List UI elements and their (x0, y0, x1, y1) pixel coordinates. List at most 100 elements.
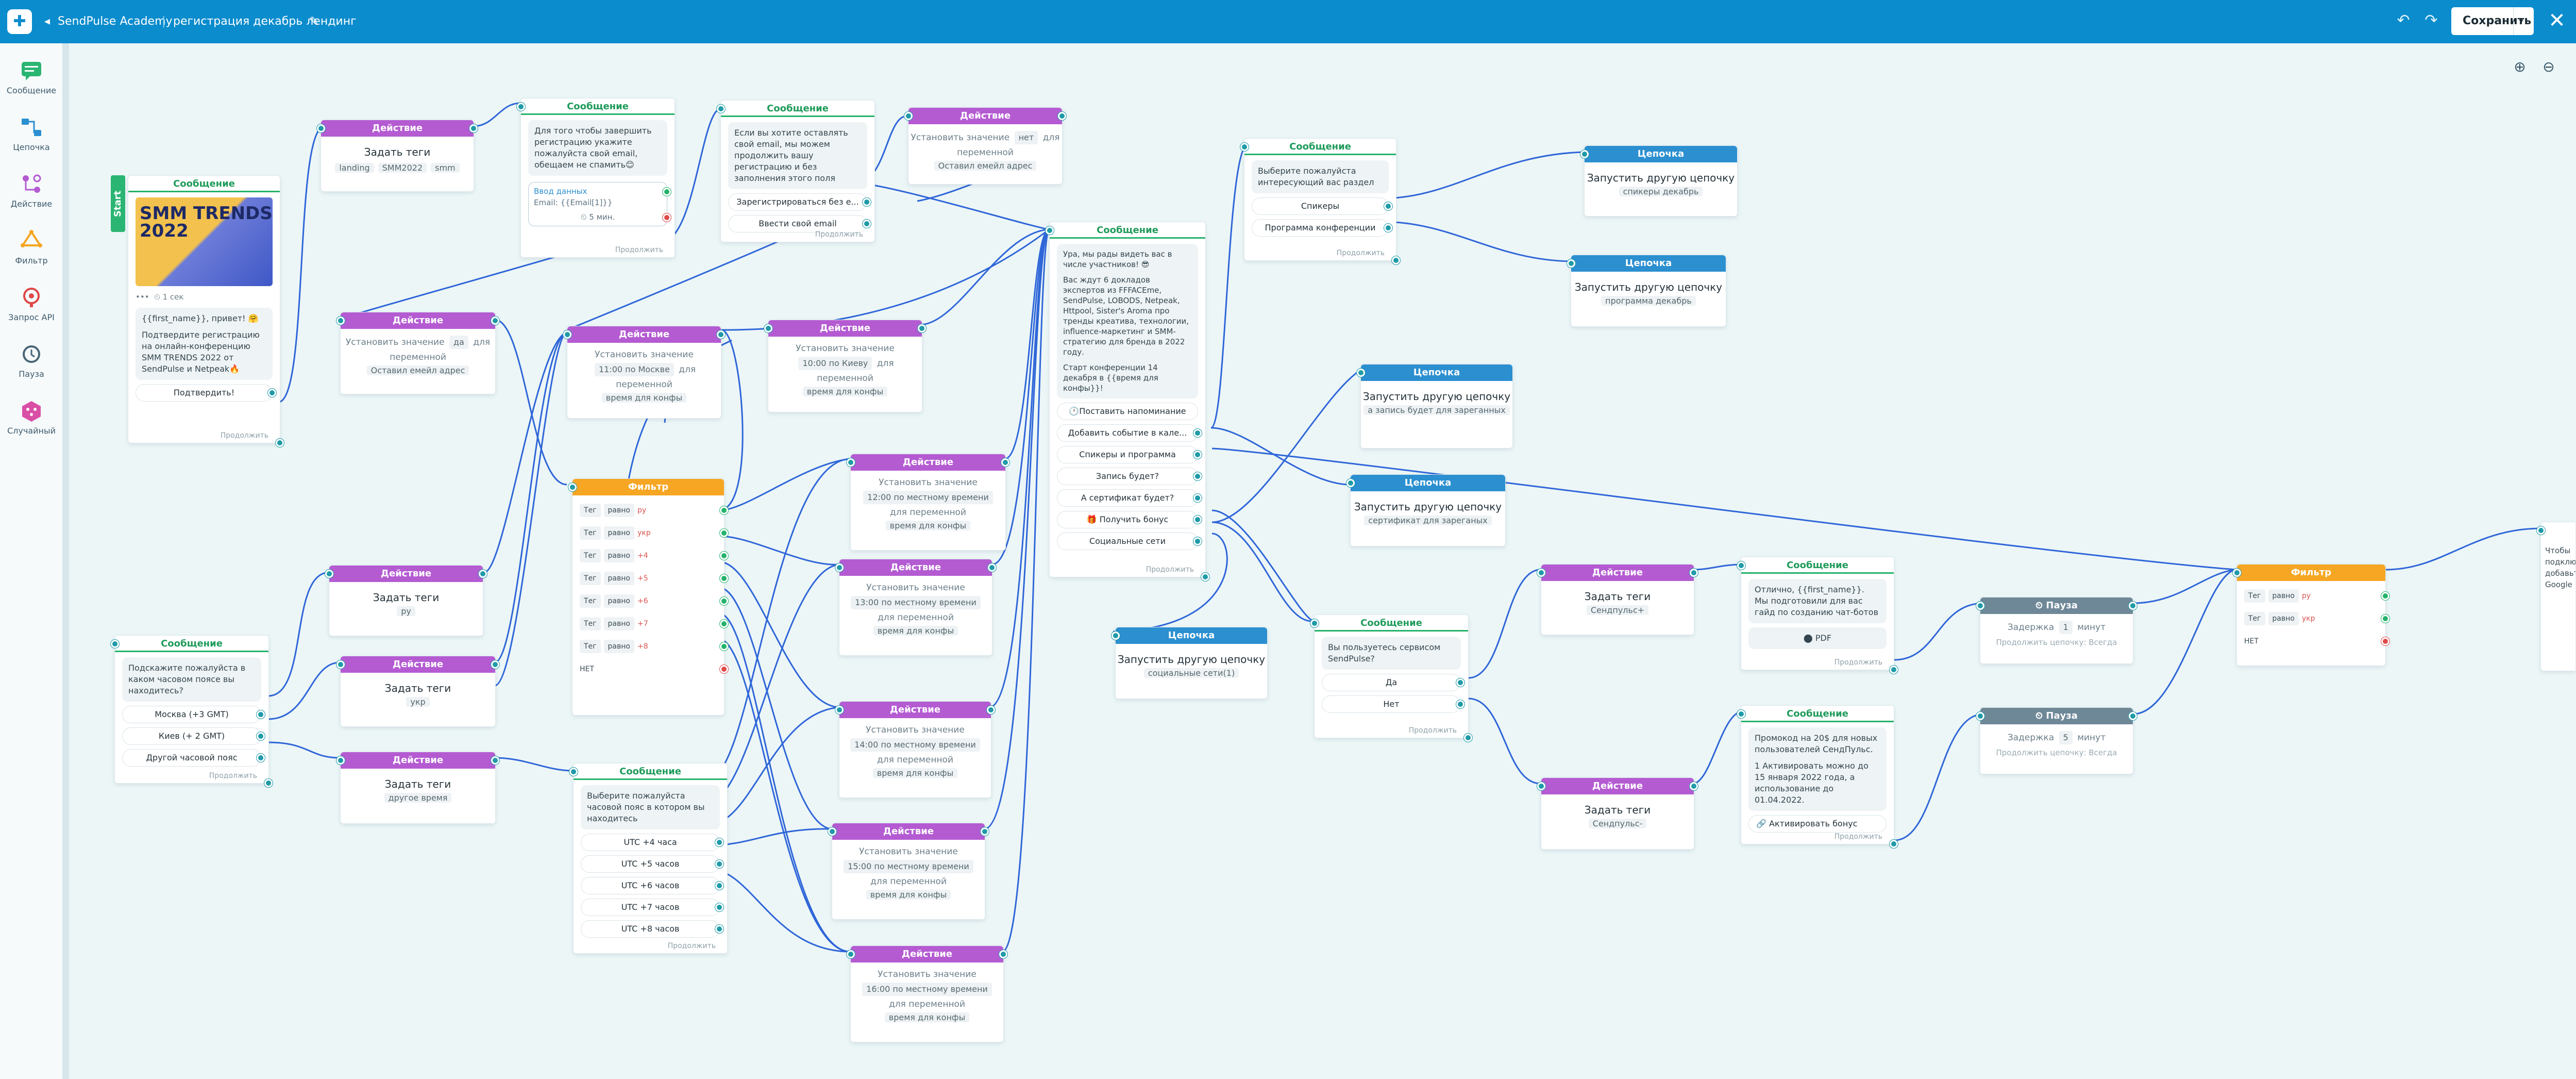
kiev-button[interactable]: Киев (+ 2 GMT) (122, 727, 265, 745)
utc-4-button[interactable]: UTC +4 часа (581, 834, 723, 851)
continue-port[interactable] (1201, 573, 1209, 581)
pdf-attachment[interactable]: ⬤ PDF (1748, 627, 1887, 649)
output-port[interactable] (479, 570, 487, 578)
register-without-email-button[interactable]: Зарегистрироваться без е... (728, 193, 871, 211)
utc-8-button[interactable]: UTC +8 часов (581, 920, 723, 938)
match-port[interactable] (720, 529, 728, 537)
chain-certificate-node[interactable]: Цепочка Запустить другую цепочку сертифи… (1346, 474, 1506, 546)
input-port[interactable] (1976, 602, 1984, 610)
output-port[interactable] (1690, 569, 1698, 577)
input-port[interactable] (336, 660, 345, 669)
back-arrow-icon[interactable]: ◂ (44, 15, 50, 28)
pause-5-min-node[interactable]: ⏲ Пауза Задержка 5 минут Продолжить цепо… (1976, 707, 2137, 774)
output-port[interactable] (715, 882, 723, 890)
else-port[interactable] (2381, 637, 2389, 645)
output-port[interactable] (1058, 112, 1066, 120)
promo-code-message-node[interactable]: Сообщение Промокод на 20$ для новых поль… (1737, 705, 1898, 848)
input-port[interactable] (111, 640, 119, 648)
zoom-in-icon[interactable]: ⊕ (2514, 58, 2526, 75)
activate-bonus-button[interactable]: 🔗 Активировать бонус (1748, 815, 1887, 833)
action-time-15-node[interactable]: Действие Установить значение 15:00 по ме… (828, 823, 989, 920)
action-tag-sendpulse-minus-node[interactable]: Действие Задать теги Сендпульс- (1537, 777, 1698, 850)
input-port[interactable] (1537, 569, 1545, 577)
output-port[interactable] (988, 563, 996, 572)
else-port[interactable] (720, 665, 728, 673)
action-time-13-node[interactable]: Действие Установить значение 13:00 по ме… (835, 559, 996, 656)
input-port[interactable] (325, 570, 333, 578)
utc-6-button[interactable]: UTC +6 часов (581, 877, 723, 894)
continue-port[interactable] (276, 439, 284, 447)
chain-speakers-node[interactable]: Цепочка Запустить другую цепочку спикеры… (1580, 145, 1738, 217)
input-port[interactable] (568, 483, 577, 491)
undo-icon[interactable]: ↶ (2397, 11, 2410, 29)
sidebar-item-api[interactable]: Запрос API (0, 280, 63, 332)
edit-pencil-icon[interactable]: ✎ (309, 15, 319, 28)
match-port[interactable] (720, 552, 728, 560)
match-port[interactable] (720, 506, 728, 514)
input-port[interactable] (2537, 526, 2545, 535)
skip-email-message-node[interactable]: Сообщение Если вы хотите оставлять свой … (717, 100, 875, 242)
certificate-button[interactable]: А сертификат будет? (1057, 489, 1202, 507)
output-port[interactable] (715, 838, 723, 846)
action-tag-other-time-node[interactable]: Действие Задать теги другое время (336, 752, 499, 824)
sidebar-item-action[interactable]: Действие (0, 167, 63, 219)
output-port[interactable] (1690, 782, 1698, 790)
pause-1-min-node[interactable]: ⏲ Пауза Задержка 1 минут Продолжить цепо… (1976, 597, 2137, 664)
social-networks-button[interactable]: Социальные сети (1057, 533, 1202, 550)
input-port[interactable] (1567, 259, 1575, 268)
output-port[interactable] (491, 756, 499, 765)
output-port[interactable] (268, 389, 276, 397)
speakers-program-button[interactable]: Спикеры и программа (1057, 446, 1202, 463)
zoom-out-icon[interactable]: ⊖ (2543, 58, 2555, 75)
input-port[interactable] (847, 950, 855, 958)
more-icon[interactable]: ••• (136, 292, 149, 302)
redo-icon[interactable]: ↷ (2425, 11, 2438, 29)
continue-port[interactable] (1392, 256, 1400, 264)
match-port[interactable] (720, 597, 728, 605)
pdf-guide-message-node[interactable]: Сообщение Отлично, {{first_name}}. Мы по… (1737, 557, 1898, 674)
output-port[interactable] (1193, 494, 1202, 502)
output-port[interactable] (987, 706, 995, 714)
input-port[interactable] (1737, 561, 1745, 570)
section-choice-message-node[interactable]: Сообщение Выберите пожалуйста интересующ… (1240, 138, 1400, 264)
get-bonus-button[interactable]: 🎁 Получить бонус (1057, 511, 1202, 528)
sidebar-item-pause[interactable]: Пауза (0, 337, 63, 389)
utc-7-button[interactable]: UTC +7 часов (581, 899, 723, 916)
service-usage-message-node[interactable]: Сообщение Вы пользуетесь сервисом SendPu… (1310, 615, 1472, 742)
other-timezone-button[interactable]: Другой часовой пояс (122, 749, 265, 767)
timezone-question-message-node[interactable]: Сообщение Подскажите пожалуйста в каком … (111, 635, 273, 787)
output-port[interactable] (863, 198, 871, 206)
action-time-12-node[interactable]: Действие Установить значение 12:00 по ме… (847, 454, 1009, 551)
output-port[interactable] (491, 317, 499, 325)
match-port[interactable] (2381, 615, 2389, 623)
close-icon[interactable]: ✕ (2548, 9, 2566, 32)
output-port[interactable] (1193, 472, 1202, 480)
output-port[interactable] (1001, 458, 1009, 467)
input-port[interactable] (1240, 143, 1249, 151)
output-port[interactable] (918, 324, 926, 333)
output-port[interactable] (1193, 429, 1202, 437)
action-time-14-node[interactable]: Действие Установить значение 14:00 по ме… (835, 701, 995, 798)
speakers-button[interactable]: Спикеры (1252, 197, 1392, 215)
pulse-logo-icon[interactable]: ✚ (7, 9, 32, 34)
main-welcome-message-node[interactable]: Сообщение Ура, мы рады видеть вас в числ… (1046, 222, 1209, 581)
action-time-16-node[interactable]: Действие Установить значение 16:00 по ме… (847, 945, 1007, 1042)
sidebar-item-random[interactable]: Случайный (0, 394, 63, 445)
timeout-port[interactable] (663, 213, 671, 222)
action-tag-ukr-node[interactable]: Действие Задать теги укр (336, 656, 499, 727)
offscreen-message-node[interactable]: Чтобы подключить добавьте Google (2537, 522, 2576, 671)
continue-port[interactable] (264, 779, 273, 787)
reminder-button[interactable]: 🕐Поставить напоминание (1057, 403, 1198, 420)
input-port[interactable] (847, 458, 855, 467)
action-tag-ru-node[interactable]: Действие Задать теги ру (325, 565, 487, 636)
output-port[interactable] (981, 827, 989, 836)
match-port[interactable] (720, 642, 728, 651)
output-port[interactable] (1193, 451, 1202, 459)
output-port[interactable] (257, 710, 265, 719)
continue-port[interactable] (1464, 734, 1472, 742)
action-time-moscow-node[interactable]: Действие Установить значение 11:00 по Мо… (563, 326, 725, 419)
output-port[interactable] (715, 860, 723, 868)
